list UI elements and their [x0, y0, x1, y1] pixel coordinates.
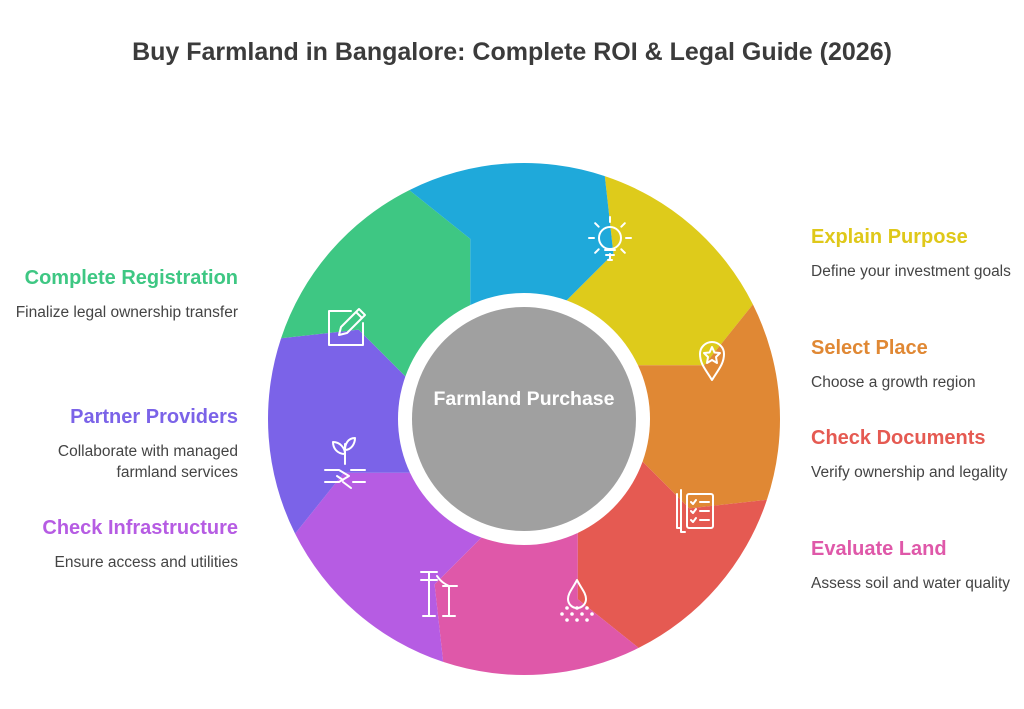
center-disc [412, 307, 636, 531]
step-check-infrastructure: Check Infrastructure Ensure access and u… [8, 514, 238, 573]
page-title: Buy Farmland in Bangalore: Complete ROI … [132, 38, 892, 66]
step-heading: Explain Purpose [811, 226, 968, 248]
utility-pole-icon [420, 571, 458, 617]
step-heading: Select Place [811, 337, 928, 359]
wheel-segment [295, 472, 487, 662]
wheel-segment [268, 329, 417, 534]
center-label: Farmland Purchase [433, 388, 615, 410]
pen-square-icon [328, 308, 366, 346]
step-heading: Complete Registration [24, 267, 238, 289]
step-heading: Check Documents [811, 427, 986, 449]
step-heading: Partner Providers [70, 406, 238, 428]
step-description: Finalize legal ownership transfer [15, 304, 238, 321]
step-evaluate-land: Evaluate Land Assess soil and water qual… [811, 535, 1024, 594]
lightbulb-icon [588, 216, 632, 261]
step-heading: Check Infrastructure [42, 517, 238, 539]
wheel-segment [434, 526, 639, 675]
wheel-segment [577, 456, 767, 648]
step-description: Assess soil and water quality [811, 575, 1011, 592]
step-heading: Evaluate Land [811, 538, 947, 560]
wheel-segment [631, 304, 780, 509]
wheel-segment [409, 162, 614, 312]
document-checklist-icon [676, 489, 714, 533]
handshake-plant-icon [324, 437, 366, 489]
step-check-documents: Check Documents Verify ownership and leg… [811, 424, 1024, 483]
step-description: Choose a growth region [811, 374, 976, 391]
wheel-segment [561, 176, 753, 366]
wheel-segment [281, 190, 471, 382]
step-select-place: Select Place Choose a growth region [811, 334, 1024, 393]
step-description: Collaborate with managed farmland servic… [57, 443, 238, 481]
step-explain-purpose: Explain Purpose Define your investment g… [811, 223, 1024, 282]
step-partner-providers: Partner Providers Collaborate with manag… [8, 403, 238, 483]
map-pin-star-icon [699, 341, 725, 381]
step-description: Define your investment goals [811, 263, 1011, 280]
step-complete-registration: Complete Registration Finalize legal own… [8, 264, 238, 323]
step-description: Verify ownership and legality [811, 464, 1008, 481]
water-drop-icon [560, 579, 594, 622]
step-description: Ensure access and utilities [54, 554, 238, 571]
